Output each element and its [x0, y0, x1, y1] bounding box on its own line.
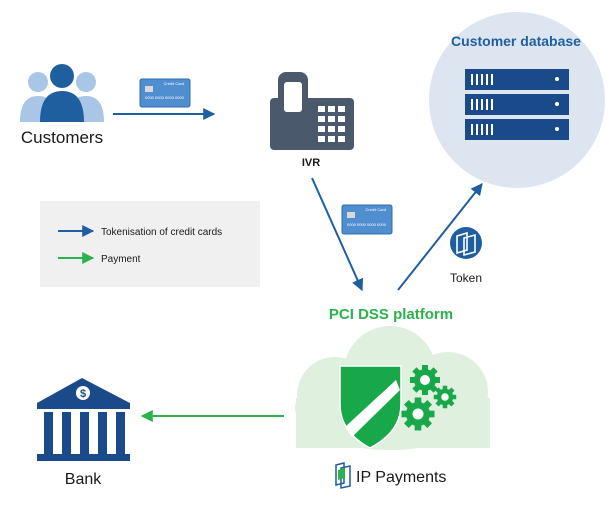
bank-symbol: $	[80, 388, 86, 400]
card-caption: Credit Card	[366, 207, 386, 212]
customer-database-label: Customer database	[451, 33, 581, 49]
customers-icon	[20, 64, 104, 122]
customers-label: Customers	[21, 128, 103, 147]
card-number: 0000 0000 0000 0000	[145, 95, 185, 100]
phone-icon	[270, 72, 354, 150]
bank-icon: $	[37, 378, 130, 461]
credit-card-icon: Credit Card 0000 0000 0000 0000	[341, 204, 393, 235]
ip-payments-label: IP Payments	[356, 469, 446, 486]
token-icon	[450, 227, 482, 259]
bank-label: Bank	[65, 471, 102, 488]
arrow-ivr-to-platform	[311, 177, 364, 292]
ip-payments-logo-icon	[335, 462, 351, 489]
card-number: 0000 0000 0000 0000	[347, 222, 387, 227]
ivr-label: IVR	[302, 157, 320, 169]
credit-card-icon: Credit Card 0000 0000 0000 0000	[139, 78, 191, 108]
token-label: Token	[450, 271, 482, 285]
legend-label-payment: Payment	[101, 254, 141, 265]
server-rack-icon	[465, 69, 569, 140]
pci-platform-label: PCI DSS platform	[329, 306, 453, 323]
legend-box	[40, 201, 260, 287]
shield-icon	[339, 365, 402, 449]
arrow-platform-to-database	[397, 183, 483, 291]
card-caption: Credit Card	[164, 81, 184, 86]
legend-label-tokenisation: Tokenisation of credit cards	[101, 227, 222, 238]
